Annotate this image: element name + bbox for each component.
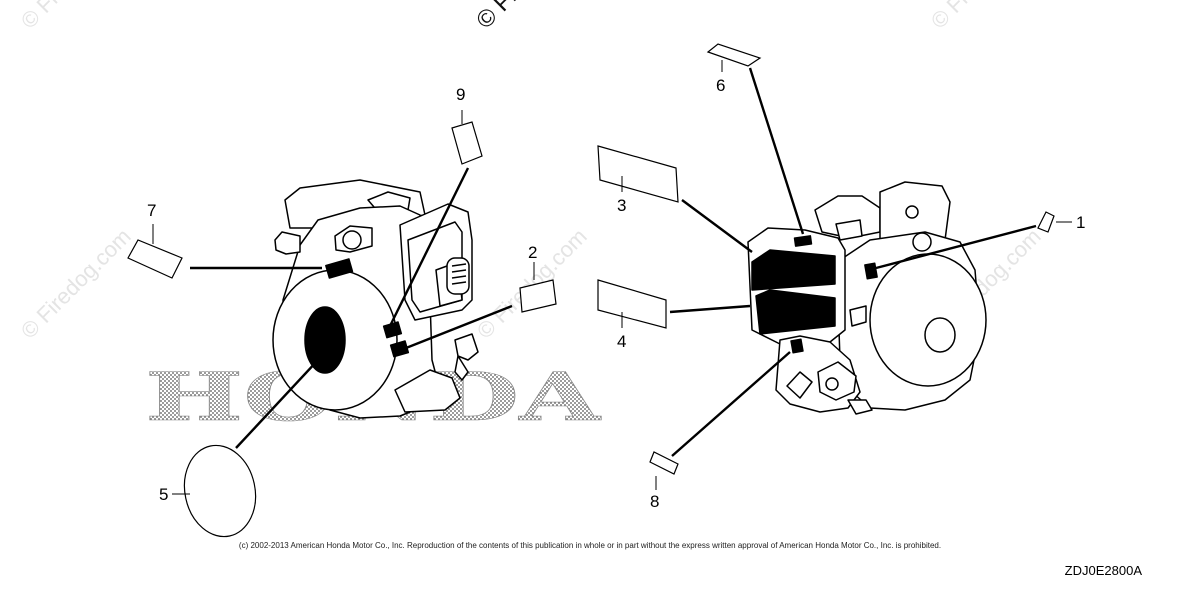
watermark-mid-left: © Firedog.com [16,224,136,344]
engine-front-view [272,179,479,419]
engine-rear-view [747,181,987,415]
copyright-notice: (c) 2002-2013 American Honda Motor Co., … [238,541,942,550]
callout-6: 6 [716,76,725,95]
leader-lines [152,60,1072,495]
sticker-4 [597,279,667,329]
honda-logo: HONDA [145,358,602,437]
label-patch-7 [325,258,354,279]
callout-1: 1 [1076,213,1085,232]
sticker-1 [1037,211,1055,233]
callout-numbers: 1 2 3 4 5 6 7 8 9 [147,76,1085,511]
callout-8: 8 [650,492,659,511]
sticker-7 [127,239,183,279]
sticker-3 [597,145,679,203]
watermark-top-left: © Firedog.com [16,0,136,34]
label-patch-6 [793,235,813,247]
watermark-top-right: © Firedog.com [926,0,1046,34]
watermark-mid-center: © Firedog.com [472,224,592,344]
sticker-9 [451,121,483,165]
drawing-code: ZDJ0E2800A [1064,563,1142,578]
watermark-top-center: © Firedog.com [471,0,602,34]
sticker-shapes [127,43,1055,538]
sticker-2 [519,279,557,313]
callout-2: 2 [528,243,537,262]
sticker-5 [183,444,257,538]
callout-9: 9 [456,85,465,104]
label-patch-1 [864,262,878,280]
sticker-6 [706,43,762,67]
callout-3: 3 [617,196,626,215]
callout-4: 4 [617,332,626,351]
callout-7: 7 [147,201,156,220]
honda-logo-text: HONDA [145,358,601,436]
label-patch-8 [790,338,804,354]
sticker-8 [649,451,679,475]
callout-5: 5 [159,485,168,504]
